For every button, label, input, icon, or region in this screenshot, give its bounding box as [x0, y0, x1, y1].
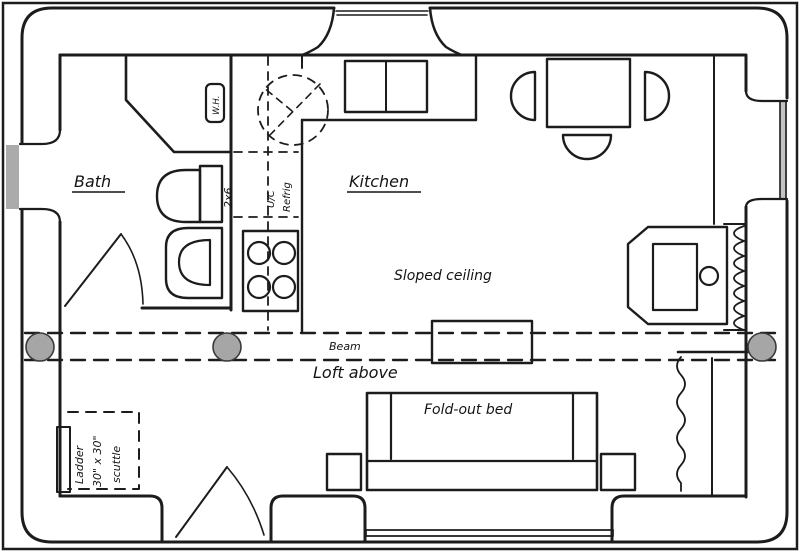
- scuttle-dashed-outline: [67, 411, 140, 490]
- dining-table: [545, 57, 632, 129]
- wood-stove-door: [651, 242, 699, 312]
- right-window-jamb-bottom: [744, 197, 789, 209]
- corner-carousel-dashed-circle: [257, 74, 329, 146]
- beam-label: Beam: [329, 340, 361, 353]
- range-stove: [241, 229, 300, 313]
- ladder-shape: [56, 426, 71, 493]
- right-window-glass: [780, 101, 787, 199]
- lavatory-bowl: [177, 238, 212, 287]
- bath-angled-partition: [124, 55, 233, 154]
- south-wall-left-segment: [58, 494, 164, 543]
- entry-door-leaf: [175, 466, 228, 538]
- right-window-jamb-top: [744, 89, 789, 103]
- post-left: [25, 332, 55, 362]
- water-heater-label: W.H.: [212, 95, 222, 115]
- sloped-ceiling-label: Sloped ceiling: [394, 268, 492, 284]
- bath-door-leaf: [64, 233, 122, 307]
- dining-chair-left: [509, 70, 537, 122]
- left-window-jamb-top: [18, 128, 62, 146]
- burner-bottom-left: [246, 274, 272, 300]
- scuttle-word-label: scuttle: [110, 446, 123, 483]
- water-heater-box: [204, 82, 226, 124]
- kitchen-label: Kitchen: [349, 172, 409, 191]
- burner-bottom-right: [271, 274, 297, 300]
- wood-stove-body: [626, 225, 729, 326]
- uc-refrig-label-line1: U/C: [266, 190, 277, 208]
- wood-stove-flue: [698, 265, 720, 287]
- fold-out-bed-sofa: [365, 391, 599, 492]
- post-right: [747, 332, 777, 362]
- beam-step-box: [430, 319, 534, 365]
- uc-refrig-label-line2: Refrig: [282, 182, 293, 212]
- bath-label: Bath: [74, 172, 111, 191]
- bath-door-swing-arc: [120, 233, 144, 305]
- eaves-top-right: [428, 6, 789, 100]
- left-window-glass: [6, 145, 19, 209]
- scuttle-size-label: 30" x 30": [91, 435, 104, 487]
- eaves-bottom-right-left: [20, 199, 789, 544]
- south-wall-right-segment: [610, 494, 748, 543]
- post-center: [212, 332, 242, 362]
- left-window-jamb-bottom: [18, 207, 62, 224]
- fold-out-bed-label: Fold-out bed: [424, 402, 512, 418]
- bay-window-right-flare: [428, 6, 464, 57]
- dining-chair-bottom: [561, 133, 613, 161]
- stone-strip-scallops: [733, 225, 745, 331]
- carousel-diagonal-2: [262, 86, 293, 112]
- burner-top-left: [246, 240, 272, 266]
- loft-above-label: Loft above: [313, 363, 398, 382]
- lavatory-counter: [164, 226, 224, 300]
- side-table-right: [599, 452, 637, 492]
- side-table-left: [325, 452, 363, 492]
- ladder-label: Ladder: [73, 444, 86, 484]
- stud-wall-2x6-label: 2x6: [222, 187, 235, 208]
- entry-door-swing-arc: [226, 466, 265, 536]
- toilet-bowl: [155, 168, 202, 224]
- bay-window-left-flare: [300, 6, 336, 57]
- dining-chair-right: [643, 70, 671, 122]
- south-wall-center-pier: [269, 494, 367, 543]
- closet-curtain-squiggle: [676, 356, 686, 492]
- eaves-top-left: [20, 6, 336, 40]
- carousel-diagonal-1: [265, 83, 321, 140]
- burner-top-right: [271, 240, 297, 266]
